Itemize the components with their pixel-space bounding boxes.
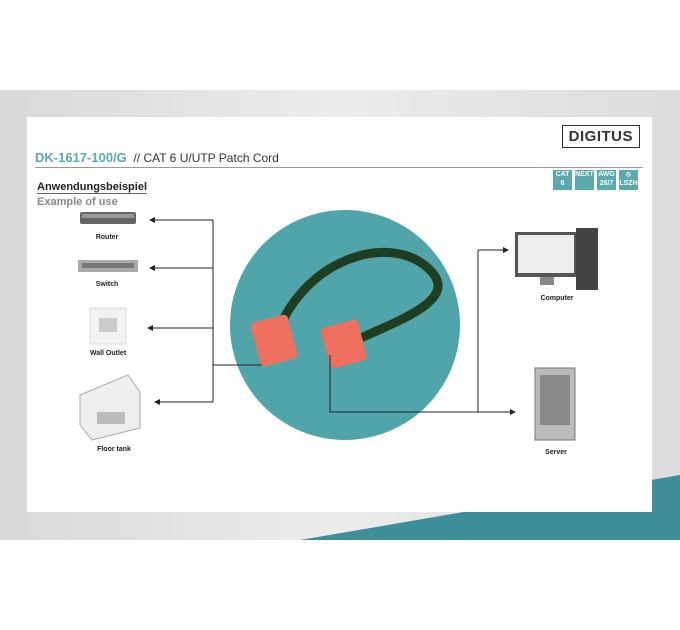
page-title: DK-1617-100/G // CAT 6 U/UTP Patch Cord: [35, 150, 643, 168]
next-badge: NEXT: [575, 170, 594, 190]
computer-label: Computer: [540, 295, 574, 302]
floor-tank-label: Floor tank: [97, 446, 131, 453]
server-icon: [534, 367, 576, 441]
wall-outlet-label: Wall Outlet: [89, 350, 127, 357]
lszh-badge: ⦸LSZH: [619, 170, 638, 190]
floor-tank-icon: [79, 374, 141, 441]
connection-lines: [147, 217, 516, 415]
patch-cable-image: [250, 247, 443, 369]
product-title: // CAT 6 U/UTP Patch Cord: [133, 151, 279, 165]
server-label: Server: [545, 449, 567, 456]
computer-icon: [515, 228, 598, 290]
switch-label: Switch: [95, 281, 119, 288]
heading-en: Example of use: [37, 196, 118, 208]
heading-de: Anwendungsbeispiel: [37, 181, 148, 194]
router-label: Router: [95, 234, 119, 241]
switch-icon: [78, 260, 138, 272]
router-icon: [80, 212, 136, 224]
wall-outlet-icon: [89, 307, 127, 345]
digitus-logo: DIGITUS: [561, 125, 640, 148]
product-code: DK-1617-100/G: [35, 150, 127, 165]
